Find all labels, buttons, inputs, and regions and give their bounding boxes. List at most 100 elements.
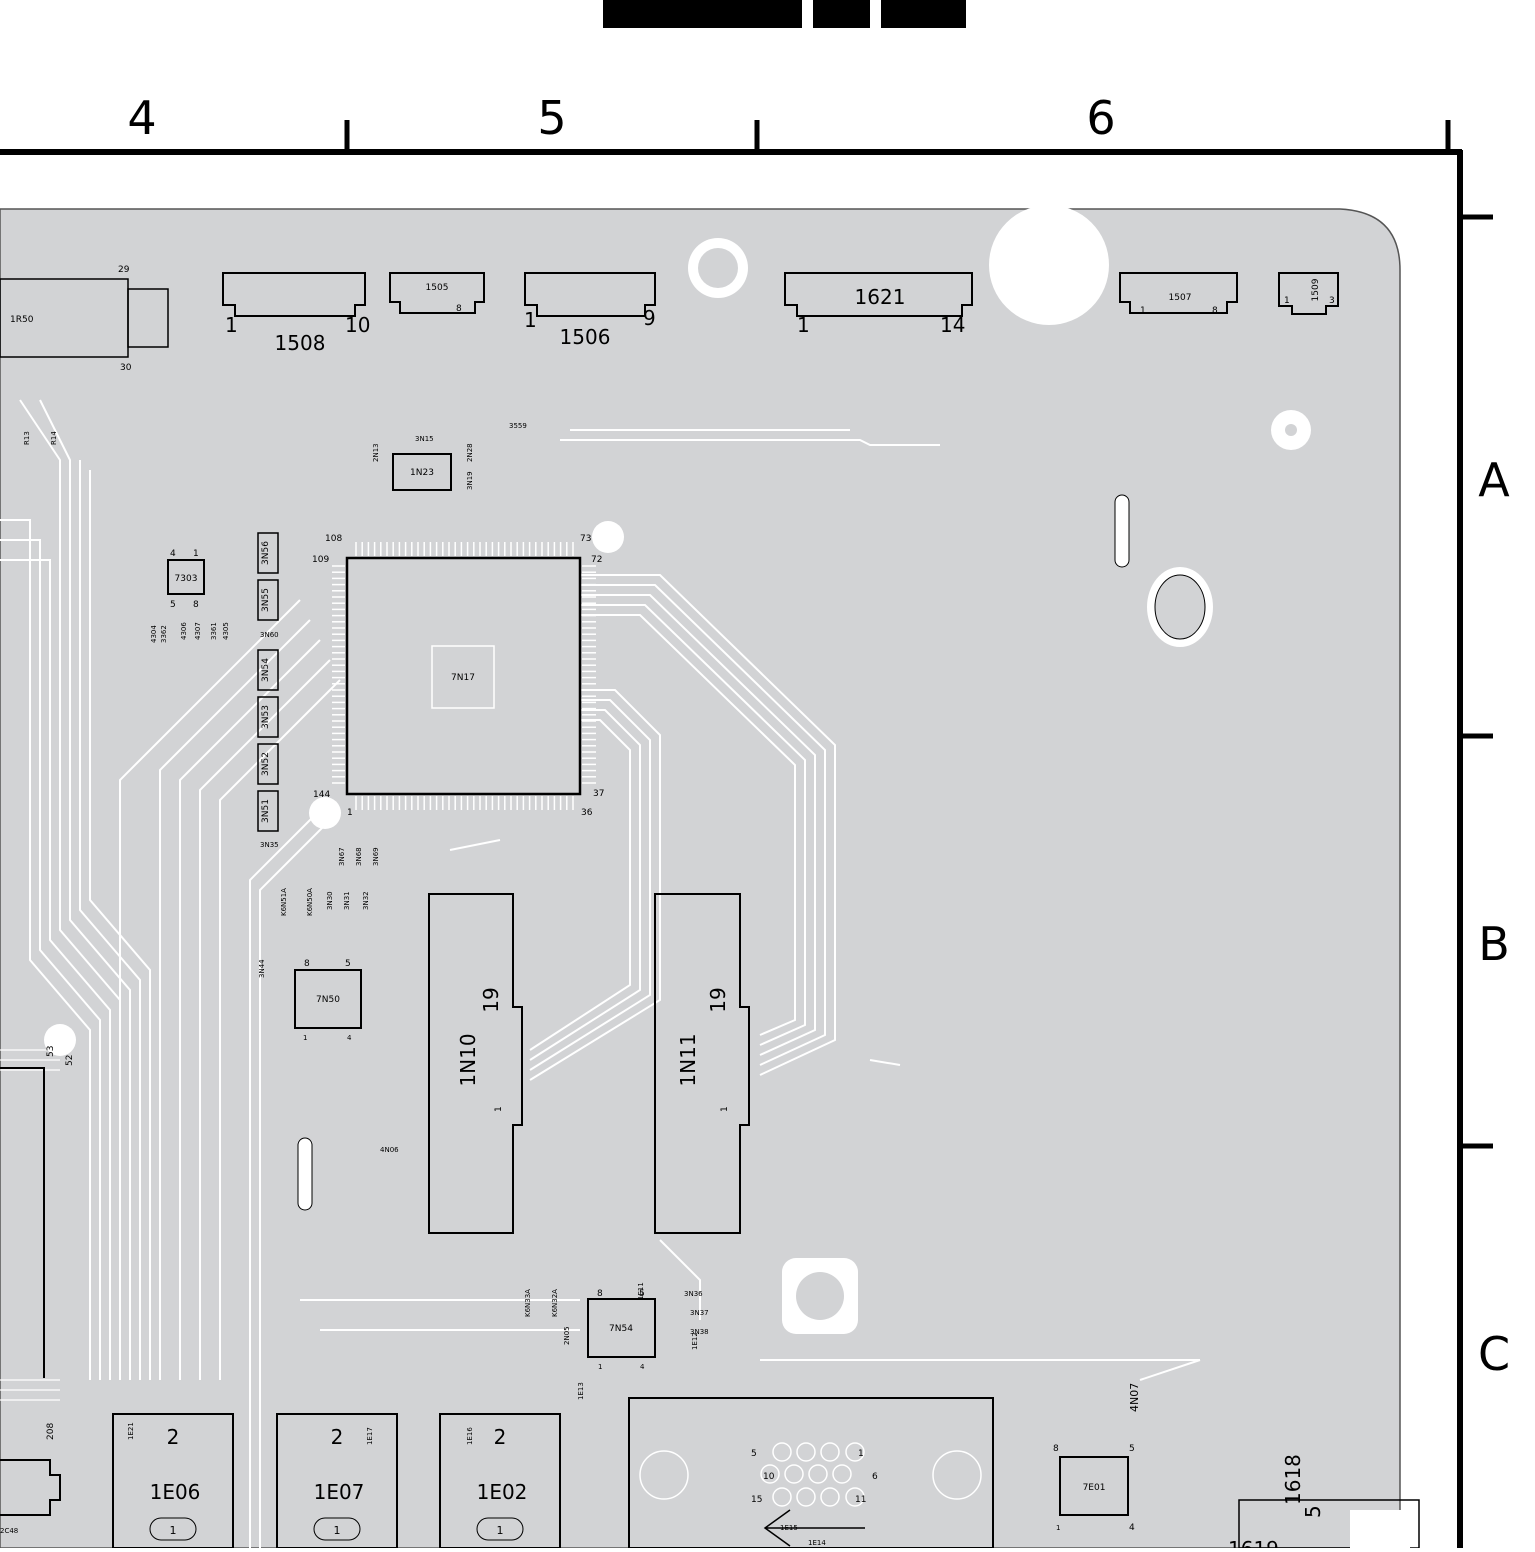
pin-label: 1 [334,1524,341,1537]
pin-label: 1 [598,1363,602,1371]
pin-label: 72 [591,555,602,565]
resistor-array-label: 3N51 [261,799,271,823]
resistor-array-label: 3N55 [261,588,271,612]
component-label: 3N67 [338,847,346,866]
resistor-arrays: 3N56 3N55 3N54 3N53 3N52 3N51 [257,532,279,832]
ic-label: 7N54 [609,1324,633,1334]
ic-label: 1N23 [410,468,434,478]
connector-label: 1505 [426,283,449,293]
ic-label: 7N17 [451,673,475,683]
ic-1n23: 1N23 [392,453,452,491]
pin-label: 2 [167,1425,180,1449]
grid-row-label: B [1478,917,1510,971]
component-label: K6N33A [524,1289,532,1317]
pin-label: 4 [1129,1523,1135,1533]
pin-label: 6 [872,1472,878,1482]
component-label: 2N05 [563,1326,571,1345]
component-label: 1E12 [691,1332,699,1350]
connector-1508: 1508 1 10 [222,272,370,355]
connector-label: 1508 [275,331,326,355]
component-label: 3N32 [362,891,370,910]
connector-1621: 1621 1 14 [784,272,973,337]
pin-label: 109 [312,555,329,565]
grid-row-label: C [1478,1327,1510,1381]
component-label: 3N36 [684,1290,703,1298]
component-label: 4305 [222,622,230,640]
ic-label: 7303 [175,574,198,584]
connector-label: 1507 [1169,293,1192,303]
pin-label: 5 [1129,1444,1135,1454]
component-label: 3N38 [690,1328,709,1336]
pin-label: 2 [331,1425,344,1449]
connector-label: 1618 [1281,1454,1305,1505]
component-label: 3N19 [466,471,474,490]
pin-label: 1 [858,1449,864,1459]
grid-column-label: 4 [127,91,156,145]
ic-pins [332,542,596,810]
pin-label: 29 [118,265,130,275]
pin-label: 8 [597,1289,603,1299]
component-label: 3559 [509,422,527,430]
component-label: 52 [65,1055,75,1066]
pin-label: 1 [1140,306,1146,316]
pin-label: 8 [193,600,199,610]
pin-label: 8 [304,959,310,969]
pin-label: 1 [193,549,199,559]
component-label: 4306 [180,622,188,640]
pin-label: 9 [643,306,656,330]
resistor-array-label: 3N54 [261,658,271,682]
component-label: 1E11 [637,1282,645,1300]
ic-7n17: 7N17 108 109 73 72 144 1 37 36 [312,534,604,818]
component-labels: 3559 3N15 2N13 2N28 3N19 4304 3362 4306 … [0,422,1141,1535]
ic-7303: 7303 4 1 5 8 [167,549,205,610]
pin-label: 5 [345,959,351,969]
header-block [881,0,966,28]
component-label: 3N37 [690,1309,709,1317]
part-label: 1E07 [314,1480,365,1504]
copper-traces [0,399,1201,1548]
component-label: R14 [50,431,58,445]
ic-7e01: 7E01 8 5 1 4 [1053,1444,1135,1533]
pin-label: 1 [797,313,810,337]
pin-label: 19 [479,987,503,1012]
pin-label: 8 [456,304,462,314]
pin-label: 37 [593,789,604,799]
connector-1506: 1506 1 9 [524,272,656,349]
part-tag: 1E14 [808,1539,826,1547]
connector-label: 1509 [1311,278,1321,301]
component-label: 4304 [150,625,158,643]
component-label: 208 [46,1423,56,1440]
component-label: 4307 [194,622,202,640]
ic-7n50: 7N50 8 5 1 4 [294,959,362,1042]
component-label: 3N68 [355,847,363,866]
pin-label: 1 [225,313,238,337]
connector-label: 1621 [855,285,906,309]
part-tag: 1E17 [366,1427,374,1445]
component-label: K6N50A [306,888,314,916]
connector-label: 1619 [1228,1537,1279,1548]
pin-label: 1 [347,808,353,818]
pin-label: 8 [1053,1444,1059,1454]
pin-label: 30 [120,363,132,373]
grid-row-label: A [1478,453,1510,507]
component-label: 3N60 [260,631,279,639]
resistor-array-label: 3N53 [261,705,271,729]
header-block [813,0,870,28]
connector-label: 1506 [560,325,611,349]
pin-label: 1 [303,1034,307,1042]
component-label: 3N15 [415,435,434,443]
pin-label: 2 [494,1425,507,1449]
component-label: 3N69 [372,847,380,866]
pin-label: 1 [494,1106,504,1112]
component-label: 1E13 [577,1382,585,1400]
connector-1507: 1507 1 8 [1119,272,1238,316]
pin-label: 1 [1056,1524,1060,1532]
grid-frame [0,120,1493,1548]
component-label: 3361 [210,622,218,640]
component-label: 4N06 [380,1146,399,1154]
pin-label: 3 [1329,296,1335,306]
connector-1505: 1505 8 [389,272,485,314]
pin-label: 10 [763,1472,775,1482]
partial-ic-outline [0,1067,61,1516]
